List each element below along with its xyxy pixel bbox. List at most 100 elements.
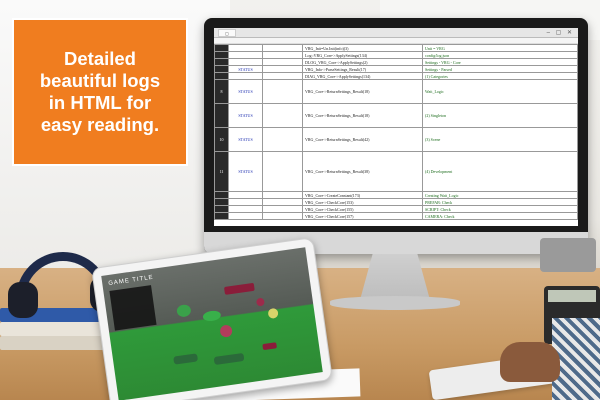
- log-row-status: [228, 58, 263, 66]
- log-row-time: [262, 65, 303, 73]
- log-row-time: [262, 72, 303, 80]
- log-row: VRG_Init=Un.Init(info)(3)Unit = VRG: [214, 44, 578, 52]
- promo-line-4: easy reading.: [40, 114, 160, 135]
- game-object-dark-green-2: [213, 352, 245, 366]
- plant-pot: [540, 238, 596, 272]
- promo-banner: Detailed beautiful logs in HTML for easy…: [12, 18, 188, 166]
- monitor-stand: [360, 254, 430, 300]
- log-row-time: [262, 58, 303, 66]
- log-row-time: [262, 198, 303, 206]
- log-row-status: STATUS: [228, 65, 263, 73]
- log-row-status: [228, 205, 263, 213]
- log-row-info: (4) Development: [422, 151, 578, 192]
- log-row-info: CAMERA: Check: [422, 212, 578, 220]
- book-cream-2: [0, 336, 110, 350]
- monitor-screen: ▢ – ▢ ✕ VRG_Init=Un.Init(info)(3)Unit = …: [214, 28, 578, 226]
- log-row: Log::VRG_Core->ApplySettings(134)config/…: [214, 51, 578, 59]
- game-object-yellow: [267, 307, 279, 320]
- log-row-time: [262, 212, 303, 220]
- log-row-number: 10: [214, 127, 229, 152]
- log-row-time: [262, 205, 303, 213]
- log-row-status: [228, 72, 263, 80]
- log-row-status: [228, 44, 263, 52]
- log-row-time: [262, 51, 303, 59]
- log-row-number: [214, 58, 229, 66]
- log-row-info: SCRIPT: Check: [422, 205, 578, 213]
- book-cream: [0, 322, 110, 336]
- log-row-info: Settings - VRG - Core: [422, 58, 578, 66]
- promo-text: Detailed beautiful logs in HTML for easy…: [40, 48, 160, 136]
- log-row-number: [214, 103, 229, 128]
- log-row: DIAG_VRG_Core->ApplySettings(134)(1) Cat…: [214, 72, 578, 80]
- log-row-info: Creating Wait_Logic: [422, 191, 578, 199]
- game-object-green-2: [202, 309, 222, 323]
- log-row-number: [214, 205, 229, 213]
- promo-line-2: beautiful logs: [39, 70, 161, 91]
- promo-line-3: in HTML for: [48, 92, 152, 113]
- log-row-info: Wait_Logic: [422, 79, 578, 104]
- tablet-screen[interactable]: GAME TITLE: [101, 247, 323, 400]
- calculator-display: [548, 290, 596, 302]
- log-row-time: [262, 191, 303, 199]
- browser-tab-bar: ▢ – ▢ ✕: [214, 28, 578, 38]
- shirt-sleeve: [552, 318, 600, 400]
- log-row: VRG_Core->CreateConstant(173)Creating Wa…: [214, 191, 578, 199]
- log-row-number: [214, 72, 229, 80]
- game-side-panel: [109, 285, 157, 331]
- log-row-message: VRG_Core->CheckCore(155): [302, 205, 423, 213]
- monitor-stand-base: [330, 296, 460, 310]
- log-row-message: VRG_Core->CheckCore(153): [302, 198, 423, 206]
- log-row-time: [262, 79, 303, 104]
- address-bar[interactable]: [214, 38, 578, 44]
- log-row-message: Log::VRG_Core->ApplySettings(134): [302, 51, 423, 59]
- log-row-info: Unit = VRG: [422, 44, 578, 52]
- log-row-status: STATUS: [228, 103, 263, 128]
- headphones-left-cup: [8, 282, 38, 318]
- log-row-message: DIAG_VRG_Core->ApplySettings(134): [302, 72, 423, 80]
- log-row-message: VRG_Info->ParseSettings_Result(17): [302, 65, 423, 73]
- log-row-message: VRG_Core->ReturnSettings_Result(42): [302, 127, 423, 152]
- log-row-number: 11: [214, 151, 229, 192]
- log-row-number: [214, 212, 229, 220]
- log-row-message: VRG_Core->CreateConstant(173): [302, 191, 423, 199]
- log-row-number: [214, 191, 229, 199]
- log-row: VRG_Core->CheckCore(157)CAMERA: Check: [214, 212, 578, 220]
- window-controls[interactable]: – ▢ ✕: [546, 30, 574, 36]
- log-row-number: [214, 44, 229, 52]
- log-row: STATUS VRG_Info->ParseSettings_Result(17)…: [214, 65, 578, 73]
- log-row-time: [262, 151, 303, 192]
- monitor: ▢ – ▢ ✕ VRG_Init=Un.Init(info)(3)Unit = …: [204, 18, 588, 254]
- log-row-status: STATUS: [228, 151, 263, 192]
- log-row-status: [228, 51, 263, 59]
- hand: [500, 342, 560, 382]
- log-row: VRG_Core->CheckCore(155)SCRIPT: Check: [214, 205, 578, 213]
- log-row-message: VRG_Core->ReturnSettings_Result(18): [302, 79, 423, 104]
- log-row-message: VRG_Core->ReturnSettings_Result(38): [302, 151, 423, 192]
- log-row-info: config/log.json: [422, 51, 578, 59]
- log-row-status: [228, 198, 263, 206]
- log-row-status: STATUS: [228, 127, 263, 152]
- log-row-info: PREFAB: Check: [422, 198, 578, 206]
- log-row-info: (3) Scene: [422, 127, 578, 152]
- log-row-status: [228, 191, 263, 199]
- log-row-time: [262, 103, 303, 128]
- browser-tab[interactable]: ▢: [218, 28, 236, 37]
- log-row-message: DLOG_VRG_Core->ApplySettings(2): [302, 58, 423, 66]
- game-object-pink: [219, 324, 233, 338]
- log-row-info: (1) Categories: [422, 72, 578, 80]
- log-row: DLOG_VRG_Core->ApplySettings(2)Settings …: [214, 58, 578, 66]
- log-row-number: [214, 51, 229, 59]
- game-object-red-bar: [223, 282, 255, 295]
- game-object-red: [255, 297, 265, 307]
- log-row: VRG_Core->CheckCore(153)PREFAB: Check: [214, 198, 578, 206]
- log-row-info: (2) Singleton: [422, 103, 578, 128]
- log-row-info: Settings - Parsed: [422, 65, 578, 73]
- game-object-dark-green: [173, 353, 199, 365]
- log-row-message: VRG_Core->CheckCore(157): [302, 212, 423, 220]
